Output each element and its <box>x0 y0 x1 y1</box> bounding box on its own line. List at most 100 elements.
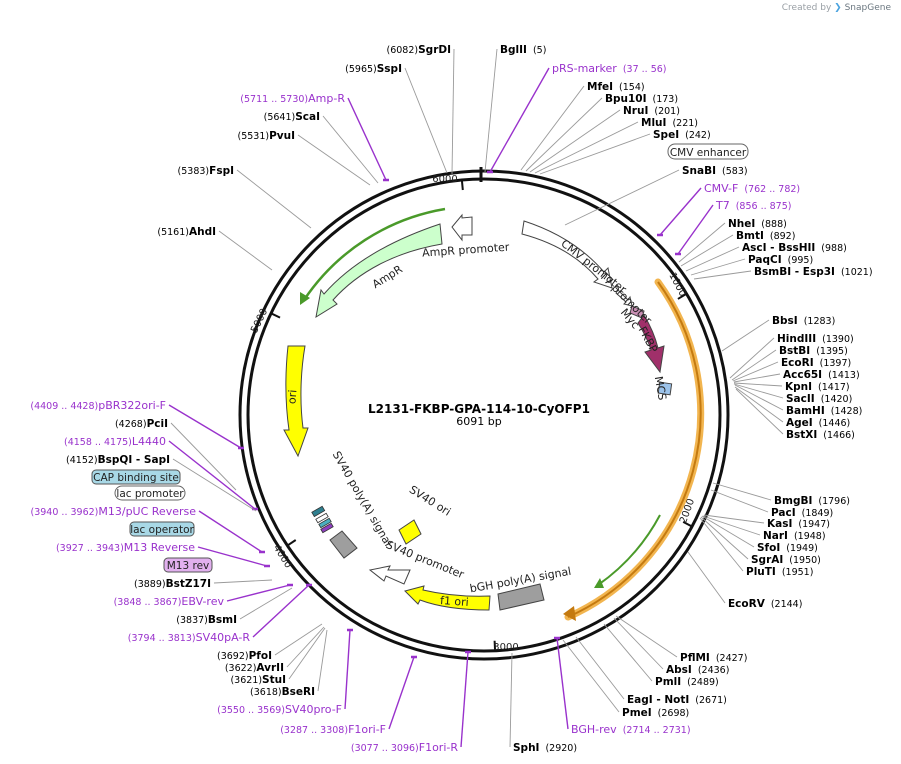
leader-35 <box>172 458 257 512</box>
feature-cmv-promoter <box>521 220 613 289</box>
label-sv40-ori: SV40 ori <box>407 483 453 519</box>
site-label-48: (3077 .. 3096)F1ori-R <box>351 741 458 754</box>
site-label-42: (3692)PfoI <box>217 650 272 662</box>
feature-f1-ori <box>404 585 491 611</box>
leader-32 <box>168 404 242 449</box>
leader-58 <box>703 514 765 524</box>
leader-23 <box>729 337 775 379</box>
site-label-12: SnaBI(583) <box>682 165 748 177</box>
ruler-tick-0 <box>677 292 688 300</box>
site-label-52: EagI - NotI(2671) <box>627 694 727 706</box>
leader-11 <box>297 134 371 186</box>
site-label-28: SacII(1420) <box>786 393 852 405</box>
leader-28 <box>733 383 784 399</box>
feature-sv40-ori <box>398 519 422 545</box>
site-label-22: BbsI(1283) <box>772 315 835 327</box>
m13-rev-box <box>163 557 213 573</box>
site-label-31: BstXI(1466) <box>786 429 855 441</box>
site-label-35: (4152)BspQI - SapI <box>66 454 170 466</box>
backbone-inner-ring <box>246 177 722 653</box>
feature-t7-promoter <box>615 289 633 307</box>
site-label-62: PluTI(1951) <box>746 566 813 578</box>
leader-52 <box>575 636 625 700</box>
boxed-feature-cap-binding-site: CAP binding site <box>91 469 181 485</box>
plasmid-size: 6091 bp <box>456 415 501 428</box>
site-label-32: (4409 .. 4428)pBR322ori-F <box>30 399 166 412</box>
site-label-6: NruI(201) <box>623 105 680 117</box>
label-f1-ori: f1 ori <box>440 594 470 609</box>
leader-56 <box>712 482 772 501</box>
site-leader-lines <box>168 48 784 748</box>
orf-outline-arc <box>564 278 705 621</box>
leader-14 <box>236 169 312 229</box>
site-label-30: AgeI(1446) <box>786 417 850 429</box>
leader-8 <box>539 133 651 175</box>
lac-operator-box <box>129 521 195 537</box>
site-label-2: pRS-marker(37 .. 56) <box>552 62 667 75</box>
leader-57 <box>710 489 769 513</box>
site-label-57: PacI(1849) <box>771 507 833 519</box>
site-label-13: CMV-F(762 .. 782) <box>704 182 800 195</box>
site-label-1: BglII(5) <box>500 44 546 56</box>
leader-34 <box>168 440 256 510</box>
leader-39 <box>226 584 291 602</box>
leader-10 <box>322 115 379 184</box>
ruler-tick-4 <box>270 312 281 319</box>
site-label-23: HindIII(1390) <box>777 333 854 345</box>
leader-22 <box>721 319 770 352</box>
leader-4 <box>520 85 585 171</box>
site-label-10: (5641)ScaI <box>264 111 320 123</box>
leader-15 <box>677 204 714 255</box>
ruler-tick-5 <box>460 179 464 191</box>
leader-55 <box>615 615 678 658</box>
leader-38 <box>213 579 273 584</box>
backbone-outer-ring <box>238 169 730 661</box>
site-label-20: PaqCI(995) <box>748 254 813 266</box>
site-label-27: KpnI(1417) <box>785 381 850 393</box>
lac-operator-label: lac operator <box>130 524 194 536</box>
lac-promoter-label: lac promoter <box>116 488 184 500</box>
site-label-59: NarI(1948) <box>763 530 826 542</box>
leader-60 <box>701 515 755 548</box>
ruler-tick-1 <box>682 520 693 528</box>
site-label-25: EcoRI(1397) <box>781 357 851 369</box>
site-label-61: SgrAI(1950) <box>751 554 821 566</box>
leader-33 <box>170 422 237 491</box>
site-label-29: BamHI(1428) <box>786 405 862 417</box>
leader-51 <box>562 639 620 713</box>
leader-26 <box>733 373 781 383</box>
leader-49 <box>509 652 513 748</box>
leader-40 <box>239 587 293 620</box>
site-label-16: NheI(888) <box>728 218 787 230</box>
leader-19 <box>685 246 740 272</box>
leader-36 <box>198 510 263 553</box>
site-label-44: (3621)StuI <box>230 674 286 686</box>
site-label-56: BmgBI(1796) <box>774 495 850 507</box>
leader-21 <box>693 270 752 280</box>
site-label-4: MfeI(154) <box>587 81 645 93</box>
site-label-40: (3837)BsmI <box>176 614 237 626</box>
leader-53 <box>603 623 653 682</box>
leader-54 <box>613 617 664 670</box>
site-label-54: AbsI(2436) <box>666 664 729 676</box>
leader-3 <box>404 67 448 174</box>
site-label-17: (5161)AhdI <box>157 226 216 238</box>
site-label-5: Bpu10I(173) <box>605 93 678 105</box>
orf-green-arc <box>597 514 661 586</box>
leader-61 <box>700 516 749 560</box>
leader-48 <box>460 651 469 748</box>
leader-24 <box>731 349 777 381</box>
site-label-60: SfoI(1949) <box>757 542 818 554</box>
leader-16 <box>678 222 726 263</box>
plasmid-name: L2131-FKBP-GPA-114-10-CyOFP1 <box>368 402 590 416</box>
leader-25 <box>732 361 779 382</box>
label-mcs: MCS <box>652 375 669 401</box>
orf-arrowhead <box>563 606 576 621</box>
leader-13 <box>659 187 702 236</box>
site-label-3: (5965)SspI <box>345 63 402 75</box>
leader-46 <box>344 629 351 710</box>
leader-7 <box>534 121 639 174</box>
site-label-11: (5531)PvuI <box>237 130 295 142</box>
site-label-19: AscI - BssHII(988) <box>742 242 847 254</box>
